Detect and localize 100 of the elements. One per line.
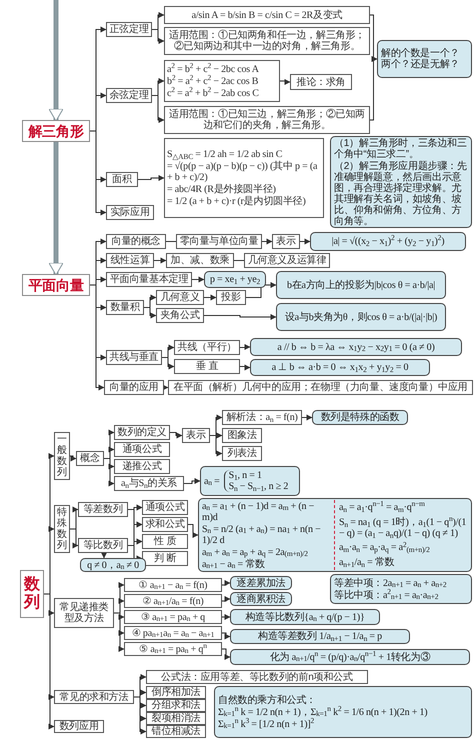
formula-text: q ≠ 0，a$_{n}$ ≠ 0 xyxy=(87,560,139,570)
formula-text: a$_{n}$ = a$_{1}$ + (n − 1)d = a$_{m}$ + (n − m)d xyxy=(202,500,316,522)
formula-text: ① a$_{n+1}$ − a$_{n}$ = f(n) xyxy=(138,580,208,590)
formula-text: = abc/4R (R是外接圆半径) xyxy=(167,184,276,195)
label-text: 在平面（解析）几何中的应用；在物理（力向量、速度向量）中应用 xyxy=(173,382,468,393)
label-text: 常见的求和方法 xyxy=(60,692,128,702)
label-text: 线性运算 xyxy=(110,255,150,266)
concept-box xyxy=(78,538,128,553)
label-text: 倒序相加法 xyxy=(151,687,200,698)
concept-box xyxy=(174,359,240,374)
connector-arrow xyxy=(152,29,164,44)
formula-box xyxy=(310,232,466,251)
connector-arrow xyxy=(154,258,166,264)
concept-box xyxy=(124,642,222,656)
connector-arrow xyxy=(302,414,312,420)
concept-box xyxy=(114,459,170,474)
formula-text: c$^{2}$ = a$^{2}$ + b$^{2}$ − 2ab cos C xyxy=(167,88,259,98)
formula-text: 构造等比数列{a$_{n}$ + q/(p − 1)} xyxy=(245,612,365,622)
label-text: 数列应用 xyxy=(59,721,99,732)
formula-box xyxy=(312,410,408,425)
label-text: 投影 xyxy=(221,292,241,303)
connector-arrow xyxy=(370,56,378,120)
formula-text: Σ$_{k=1}$$^{n}$ k$^{3}$ = [1/2 n(n + 1)]$^{2}$ xyxy=(218,718,314,730)
formula-text: 逐差累加法 xyxy=(236,578,286,588)
label-text: 错位相减法 xyxy=(151,726,200,737)
concept-box xyxy=(106,234,166,249)
formula-box xyxy=(276,271,446,299)
concept-box xyxy=(164,27,370,55)
concept-box xyxy=(78,502,128,517)
connector-arrow xyxy=(184,478,200,484)
label-text: 数量积 xyxy=(110,302,140,313)
connector-arrow xyxy=(70,506,78,530)
connector-arrow xyxy=(70,456,76,462)
concept-box xyxy=(124,578,222,592)
concept-box xyxy=(164,6,370,24)
concept-box xyxy=(114,476,184,491)
formula-text: ⑤ a$_{n+1}$ = pa$_{n}$ + q$^{n}$ xyxy=(139,644,207,654)
connector-arrow xyxy=(240,364,250,370)
connector-line xyxy=(234,260,244,261)
hollow-arrow xyxy=(48,0,64,122)
category-box xyxy=(54,505,70,553)
concept-box xyxy=(142,551,188,566)
formula-text: a$_{n}$ = xyxy=(204,476,220,486)
formula-text: a$^{2}$ = b$^{2}$ + c$^{2}$ − 2bc cos A xyxy=(167,64,259,74)
connector-arrow xyxy=(222,580,230,586)
formula-text: a // b ⇔ b = λa ⇔ x$_{1}$y$_{2}$ − x$_{2}$y$_{1}$ = 0 (a ≠ 0) xyxy=(277,342,435,352)
concept-box xyxy=(182,428,210,443)
concept-box xyxy=(106,88,152,103)
formula-text: ④ pa$_{n+1}$a$_{n}$ = a$_{n}$ − a$_{n+1}$ xyxy=(132,628,214,638)
label-text: 等比数列 xyxy=(83,540,123,551)
label-text: 向量的应用 xyxy=(109,382,158,393)
formula-box xyxy=(276,303,446,331)
label-text: 垂 直 xyxy=(196,361,218,372)
formula-text: 构造等差数列 1/a$_{n+1}$ − 1/a$_{n}$ = p xyxy=(258,631,382,642)
label-text: 几何意义及运算律 xyxy=(248,255,326,266)
formula-text: ③ a$_{n+1}$ = pa$_{n}$ + q xyxy=(141,612,205,622)
concept-box xyxy=(124,626,222,640)
category-box xyxy=(54,432,70,480)
label-text: 特殊数列 xyxy=(57,507,67,551)
connector-arrow xyxy=(222,614,230,620)
formula-text: S$_{n}$ − S$_{n−1}$, n ≥ 2 xyxy=(228,481,288,492)
concept-box xyxy=(164,106,370,134)
formula-text: 自然数的乘方和公式： xyxy=(218,694,316,706)
formula-text: ② a$_{n+1}$/a$_{n}$ = f(n) xyxy=(142,596,204,606)
concept-box xyxy=(156,308,204,323)
topic-title: 解三角形 xyxy=(28,123,84,139)
label-text: 数列的定义 xyxy=(117,427,166,438)
formula-box xyxy=(250,359,430,376)
formula-box xyxy=(80,558,146,572)
label-text: 列表法 xyxy=(227,448,257,459)
label-text: 几何意义 xyxy=(160,292,200,303)
concept-box xyxy=(142,517,188,532)
concept-box xyxy=(106,350,162,365)
topic-title: 平面向量 xyxy=(28,277,84,293)
label-text: 概念 xyxy=(80,453,100,464)
connector-arrow xyxy=(240,344,250,350)
concept-box xyxy=(164,138,324,218)
label-text: 共线与垂直 xyxy=(109,352,158,363)
connector-arrow xyxy=(192,276,204,282)
label-text: 适用范围：①已知三边，解三角形；②已知两边和它们的夹角，解三角形。 xyxy=(168,109,366,131)
formula-text: b$^{2}$ = a$^{2}$ + c$^{2}$ − 2ac cos B xyxy=(167,76,258,86)
label-text: 判 断 xyxy=(154,553,176,564)
connector-arrow xyxy=(204,294,216,300)
connector-arrow xyxy=(101,552,107,558)
concept-box xyxy=(146,725,206,738)
label-text: 夹角公式 xyxy=(160,310,200,321)
formula-box xyxy=(204,271,266,288)
formula-text: 化为 a$_{n+1}$/q$^{n}$ = (p/q)·a$_{n}$/q$^{n−1}$ + 1转化为③ xyxy=(270,652,430,662)
topic-box xyxy=(20,570,44,618)
concept-box xyxy=(176,234,262,249)
label-text: 加、减、数乘 xyxy=(170,255,230,266)
formula-text: 数列是特殊的函数 xyxy=(320,412,400,423)
connector-arrow xyxy=(90,284,104,390)
connector-arrow xyxy=(70,528,78,548)
concept-box xyxy=(104,380,164,395)
concept-box xyxy=(174,340,240,355)
connector-arrow xyxy=(210,435,222,456)
concept-box xyxy=(146,712,206,725)
formula-text: 等比中项：a$^{2}$$_{n+1}$ = a$_{n}$·a$_{n+2}$ xyxy=(334,590,438,600)
concept-box xyxy=(222,410,302,425)
